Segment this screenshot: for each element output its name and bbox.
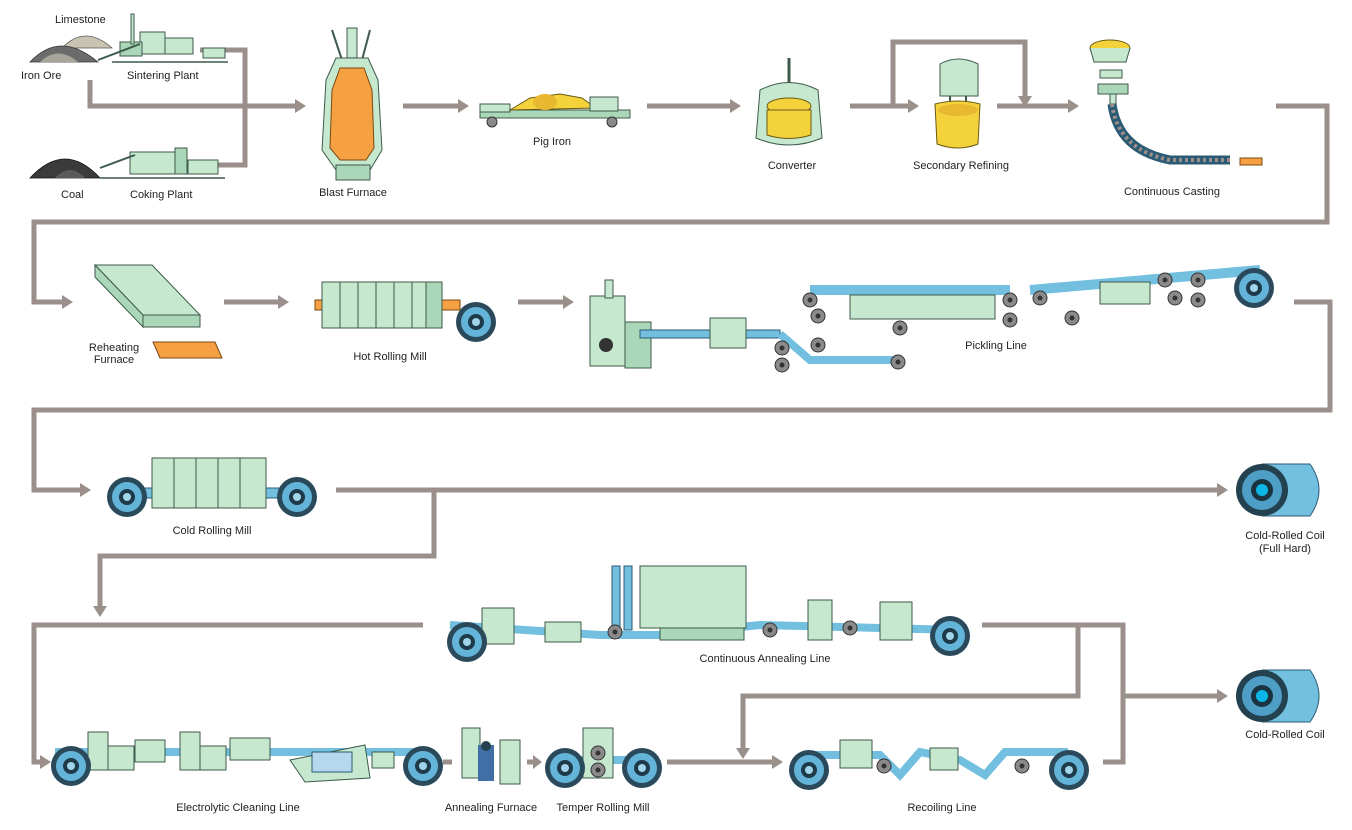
continuous-casting-illustration bbox=[1089, 39, 1263, 166]
reheating-furnace-label-line1: Reheating bbox=[88, 342, 140, 354]
cold-rolled-coil-illustration bbox=[1236, 669, 1320, 723]
sintering-plant-label: Sintering Plant bbox=[127, 70, 199, 82]
coal-pile-illustration bbox=[29, 158, 101, 179]
blast-furnace-label: Blast Furnace bbox=[319, 187, 387, 199]
hot-rolling-mill-illustration bbox=[314, 281, 496, 342]
cold-rolled-coil-label: Cold-Rolled Coil bbox=[1245, 729, 1325, 741]
continuous-annealing-line-label: Continuous Annealing Line bbox=[699, 653, 831, 665]
continuous-casting-label: Continuous Casting bbox=[1123, 186, 1221, 198]
secondary-refining-label: Secondary Refining bbox=[912, 160, 1010, 172]
iron-ore-label: Iron Ore bbox=[21, 70, 62, 82]
temper-rolling-mill-illustration bbox=[545, 727, 662, 788]
limestone-label: Limestone bbox=[55, 14, 106, 26]
pickling-line-illustration bbox=[589, 265, 1274, 373]
sintering-plant-illustration bbox=[97, 13, 228, 63]
coking-plant-label: Coking Plant bbox=[130, 189, 193, 201]
flow-lines bbox=[31, 39, 1333, 769]
cold-rolling-mill-label: Cold Rolling Mill bbox=[172, 525, 252, 537]
electrolytic-cleaning-line-illustration bbox=[51, 731, 443, 786]
coal-label: Coal bbox=[61, 189, 84, 201]
recoiling-line-illustration bbox=[789, 739, 1089, 790]
limestone-pile-illustration bbox=[29, 35, 114, 63]
converter-label: Converter bbox=[767, 160, 817, 172]
recoiling-line-label: Recoiling Line bbox=[907, 802, 977, 814]
reheating-furnace-label-line2: Furnace bbox=[93, 354, 135, 366]
coking-plant-illustration bbox=[99, 147, 225, 179]
secondary-refining-illustration bbox=[934, 58, 981, 149]
continuous-annealing-line-illustration bbox=[447, 565, 970, 662]
blast-furnace-illustration bbox=[321, 27, 383, 181]
temper-rolling-mill-label: Temper Rolling Mill bbox=[556, 802, 650, 814]
hot-rolling-mill-label: Hot Rolling Mill bbox=[353, 351, 427, 363]
cold-rolled-coil-full-hard-label-line2: (Full Hard) bbox=[1259, 543, 1311, 555]
reheating-furnace-illustration bbox=[93, 263, 223, 359]
pickling-line-label: Pickling Line bbox=[965, 340, 1027, 352]
pig-iron-car-illustration bbox=[479, 93, 631, 128]
cold-rolled-coil-full-hard-label-line1: Cold-Rolled Coil bbox=[1245, 530, 1325, 542]
electrolytic-cleaning-line-label: Electrolytic Cleaning Line bbox=[176, 802, 300, 814]
cold-rolled-coil-full-hard-illustration bbox=[1236, 463, 1320, 517]
pig-iron-label: Pig Iron bbox=[533, 136, 571, 148]
annealing-furnace-label: Annealing Furnace bbox=[444, 802, 538, 814]
converter-illustration bbox=[755, 58, 823, 146]
annealing-furnace-illustration bbox=[461, 727, 521, 785]
cold-rolling-mill-illustration bbox=[107, 457, 317, 517]
